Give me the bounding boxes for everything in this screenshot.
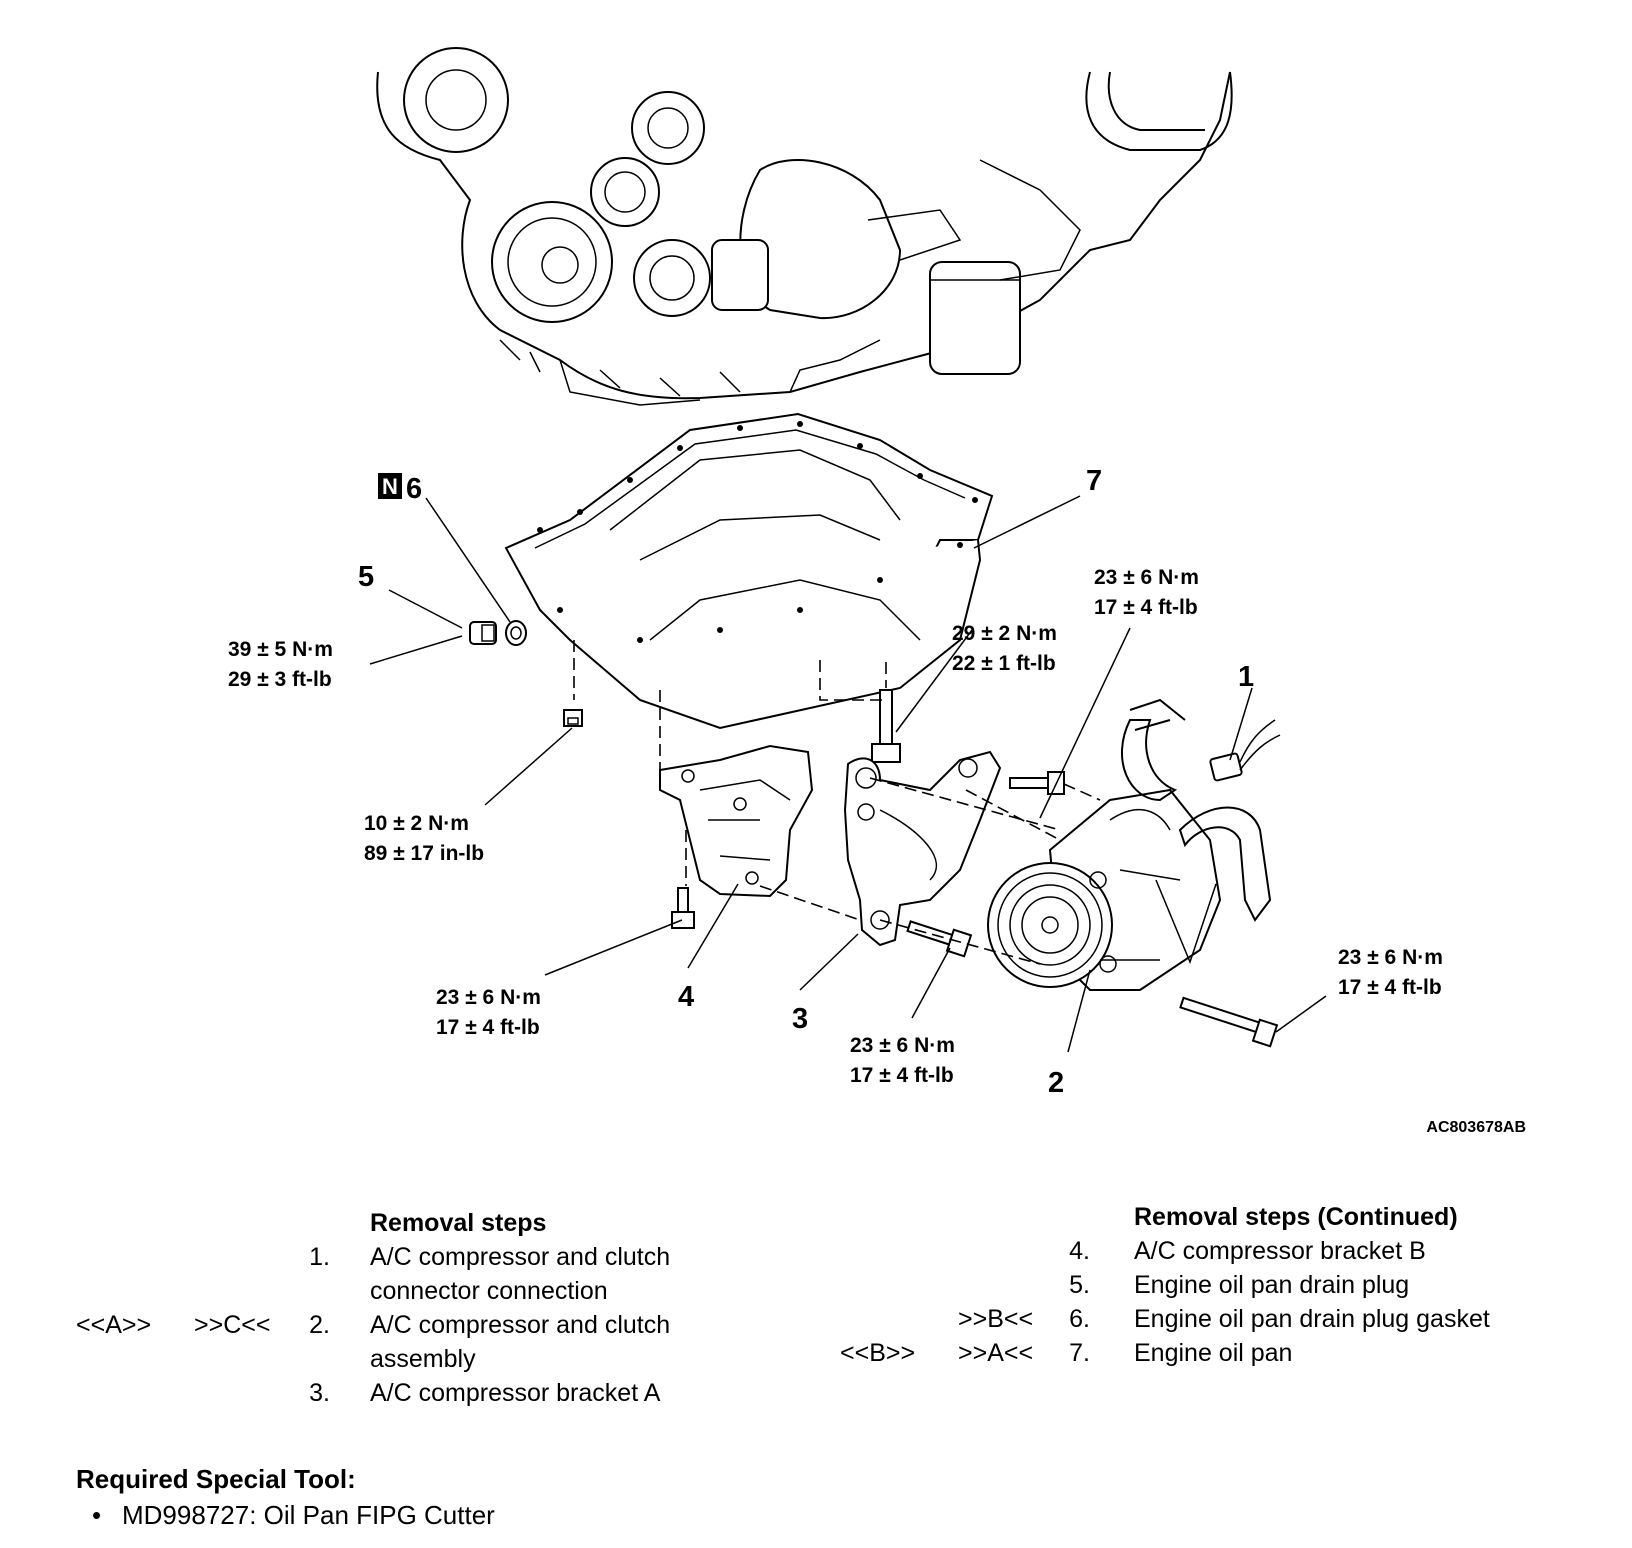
step-number: 7. xyxy=(1069,1339,1090,1367)
step-text: A/C compressor bracket A xyxy=(370,1379,661,1407)
torque-bracket-b-bolt: 23 ± 6 N·m 17 ± 4 ft-lb xyxy=(436,986,541,1039)
callout-4: 4 xyxy=(678,981,694,1013)
drain-plug xyxy=(469,621,497,645)
step-mark-install: >>C<< xyxy=(194,1311,271,1339)
torque-pan-bolt-large: 29 ± 2 N·m 22 ± 1 ft-lb xyxy=(952,622,1057,675)
step-number: 2. xyxy=(309,1311,330,1339)
torque-bracket-a-bolt: 23 ± 6 N·m 17 ± 4 ft-lb xyxy=(850,1034,955,1087)
step-text: Engine oil pan xyxy=(1134,1339,1293,1367)
step-text: Engine oil pan drain plug xyxy=(1134,1271,1410,1299)
alignment-lines xyxy=(573,640,1101,965)
step-mark-removal: <<A>> xyxy=(76,1311,152,1339)
svg-text:39 ± 5 N·m: 39 ± 5 N·m xyxy=(228,638,333,661)
step-text: assembly xyxy=(370,1345,476,1373)
ac-compressor-bracket-b xyxy=(659,744,814,898)
torque-compressor-lower-bolt: 23 ± 6 N·m 17 ± 4 ft-lb xyxy=(1338,946,1443,999)
engine-block-illustration xyxy=(376,47,1233,406)
svg-text:89 ± 17 in-lb: 89 ± 17 in-lb xyxy=(364,842,484,865)
callout-3: 3 xyxy=(792,1003,808,1035)
pan-bolt-large xyxy=(871,689,901,763)
pan-bolt-small xyxy=(563,709,583,727)
special-tool-item: • MD998727: Oil Pan FIPG Cutter xyxy=(92,1500,495,1531)
callout-2: 2 xyxy=(1048,1067,1064,1099)
bullet-icon: • xyxy=(92,1500,102,1530)
torque-drain-plug: 39 ± 5 N·m 29 ± 3 ft-lb xyxy=(228,638,333,691)
svg-text:17 ± 4 ft-lb: 17 ± 4 ft-lb xyxy=(436,1016,540,1039)
compressor-lower-bolt xyxy=(1179,996,1279,1048)
step-number: 3. xyxy=(309,1379,330,1407)
step-text: A/C compressor and clutch xyxy=(370,1243,671,1271)
svg-text:17 ± 4 ft-lb: 17 ± 4 ft-lb xyxy=(1094,596,1198,619)
svg-text:23 ± 6 N·m: 23 ± 6 N·m xyxy=(850,1034,955,1057)
leader-lines xyxy=(369,495,1327,1053)
figure-id: AC803678AB xyxy=(1426,1119,1526,1136)
oil-pan-exploded-diagram: 1 2 3 4 5 N 6 7 39 ± 5 N·m 29 ± 3 ft-lb … xyxy=(228,47,1526,1136)
svg-text:29 ± 2 N·m: 29 ± 2 N·m xyxy=(952,622,1057,645)
bracket-b-bolt xyxy=(671,887,695,929)
step-mark-install: >>B<< xyxy=(958,1305,1034,1333)
step-text: Engine oil pan drain plug gasket xyxy=(1134,1305,1490,1333)
removal-steps-continued-title: Removal steps (Continued) xyxy=(1134,1203,1458,1231)
callout-7: 7 xyxy=(1086,465,1102,497)
step-mark-removal: <<B>> xyxy=(840,1339,916,1367)
removal-steps-title: Removal steps xyxy=(370,1209,547,1237)
svg-text:23 ± 6 N·m: 23 ± 6 N·m xyxy=(1094,566,1199,589)
removal-steps-continued: Removal steps (Continued) 4. A/C compres… xyxy=(800,1200,1600,1380)
required-special-tool-title: Required Special Tool: xyxy=(76,1464,356,1494)
svg-text:N: N xyxy=(382,474,398,499)
step-number: 4. xyxy=(1069,1237,1090,1265)
callout-6: 6 xyxy=(406,473,422,505)
compressor-clutch-connector xyxy=(1209,719,1281,782)
step-number: 5. xyxy=(1069,1271,1090,1299)
torque-pan-bolt-small: 10 ± 2 N·m 89 ± 17 in-lb xyxy=(364,812,484,865)
step-text: A/C compressor and clutch xyxy=(370,1311,671,1339)
drain-plug-gasket xyxy=(505,620,527,646)
engine-oil-pan xyxy=(504,412,994,730)
torque-compressor-upper-bolt: 23 ± 6 N·m 17 ± 4 ft-lb xyxy=(1094,566,1199,619)
svg-text:22 ± 1 ft-lb: 22 ± 1 ft-lb xyxy=(952,652,1056,675)
removal-steps: Removal steps 1. A/C compressor and clut… xyxy=(0,1206,800,1407)
svg-text:17 ± 4 ft-lb: 17 ± 4 ft-lb xyxy=(850,1064,954,1087)
special-tool-text: MD998727: Oil Pan FIPG Cutter xyxy=(122,1500,495,1530)
step-number: 6. xyxy=(1069,1305,1090,1333)
svg-text:29 ± 3 ft-lb: 29 ± 3 ft-lb xyxy=(228,668,332,691)
callout-5: 5 xyxy=(358,561,374,593)
step-text: A/C compressor bracket B xyxy=(1134,1237,1426,1265)
new-part-badge: N xyxy=(378,473,402,499)
step-mark-install: >>A<< xyxy=(958,1339,1034,1367)
step-text: connector connection xyxy=(370,1277,608,1305)
svg-text:23 ± 6 N·m: 23 ± 6 N·m xyxy=(436,986,541,1009)
step-number: 1. xyxy=(309,1243,330,1271)
svg-text:10 ± 2 N·m: 10 ± 2 N·m xyxy=(364,812,469,835)
svg-text:23 ± 6 N·m: 23 ± 6 N·m xyxy=(1338,946,1443,969)
ac-compressor-bracket-a xyxy=(843,750,1002,947)
svg-text:17 ± 4 ft-lb: 17 ± 4 ft-lb xyxy=(1338,976,1442,999)
bracket-a-bolt xyxy=(906,920,973,958)
callout-1: 1 xyxy=(1238,661,1254,693)
ac-compressor-and-clutch xyxy=(987,698,1272,991)
